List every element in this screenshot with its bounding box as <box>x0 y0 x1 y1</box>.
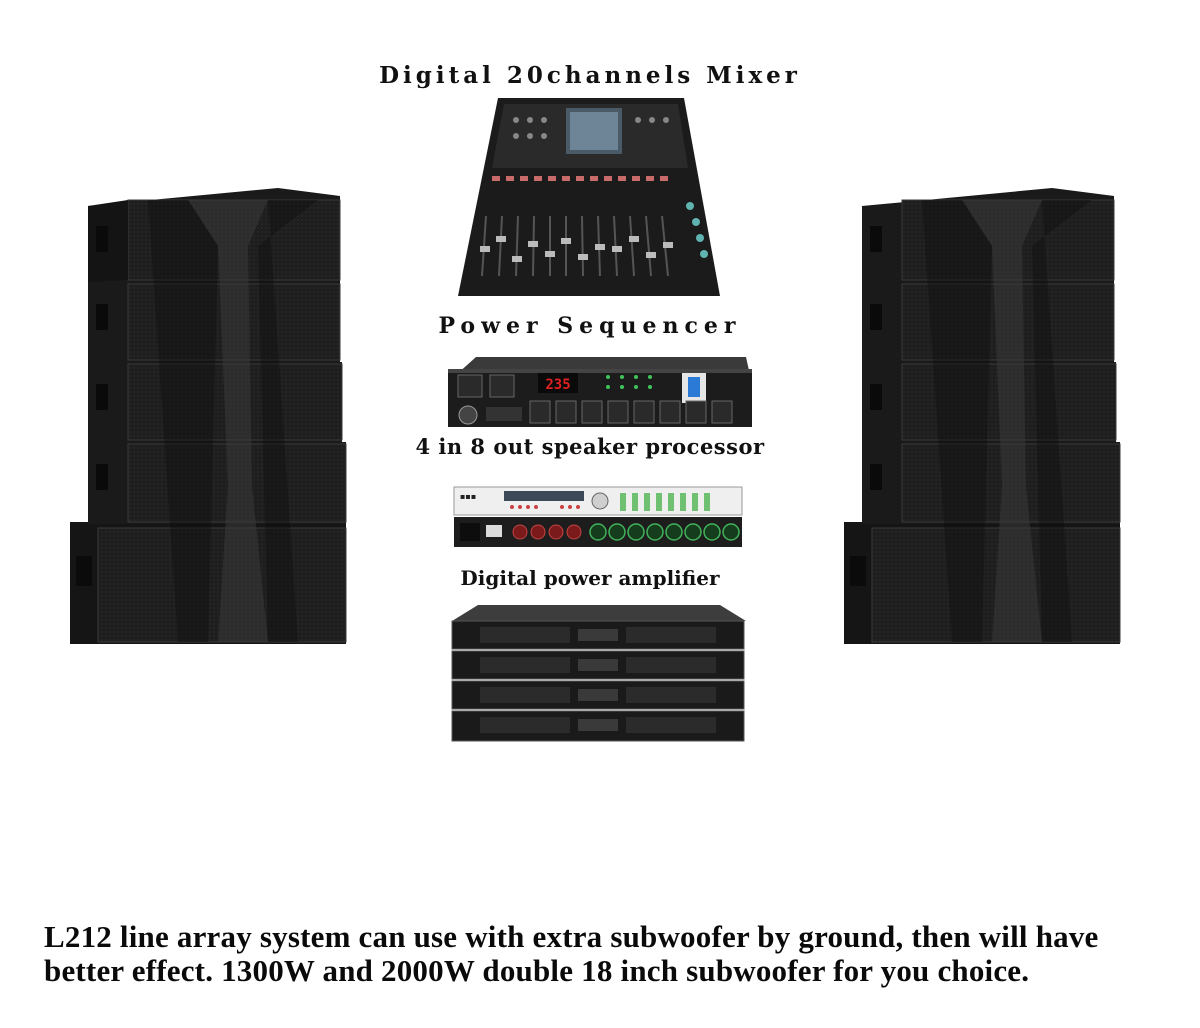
line-array-speaker-left <box>68 186 350 648</box>
power-amplifier-stack <box>450 605 746 745</box>
sequencer-label: Power Sequencer <box>438 313 742 339</box>
digital-mixer <box>452 96 728 300</box>
power-sequencer: 235 <box>446 355 754 429</box>
speaker-processor-drawing: ▪▪▪ <box>453 486 743 547</box>
description-caption: L212 line array system can use with extr… <box>44 919 1099 988</box>
processor-label: 4 in 8 out speaker processor <box>415 434 765 459</box>
line-array-speaker-left-drawing <box>70 188 347 644</box>
processor-brand-mark: ▪▪▪ <box>460 492 476 501</box>
power-amplifier-stack-drawing <box>451 605 746 742</box>
sequencer-display: 235 <box>545 377 570 393</box>
power-sequencer-drawing: 235 <box>448 357 752 427</box>
mixer-label: Digital 20channels Mixer <box>379 62 801 89</box>
amplifier-label: Digital power amplifier <box>460 566 720 590</box>
line-array-speaker-right <box>842 186 1124 648</box>
speaker-processor: ▪▪▪ <box>452 485 744 549</box>
digital-mixer-drawing <box>458 98 720 296</box>
line-array-speaker-right-drawing <box>844 188 1121 644</box>
